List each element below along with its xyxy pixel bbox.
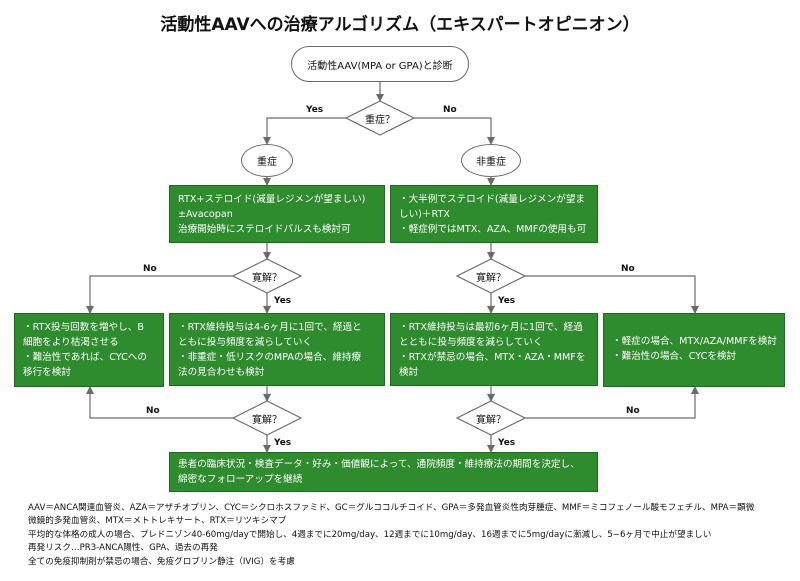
non-severe-node-label: 非重症 — [476, 157, 506, 168]
box-line: RTX+ステロイド(減量レジメンが望ましい) — [178, 194, 366, 205]
box-line: ともに投与頻度を減らしていく — [178, 337, 313, 348]
severe-node: 重症 — [241, 144, 293, 177]
edge-severity-no — [414, 117, 495, 145]
box-line: ・非重症・低リスクのMPAの場合、維持療 — [178, 352, 362, 363]
box-line: 治療開始時にステロイドパルスも検討可 — [178, 224, 351, 235]
severe-node-label: 重症 — [257, 157, 277, 168]
remission-diamond-1 — [231, 258, 303, 294]
remission-question-label: 寛解？ — [252, 272, 282, 284]
remission-question-label: 寛解？ — [252, 414, 282, 426]
diagram-title: 活動性AAVへの治療アルゴリズム（エキスパートオピニオン） — [160, 15, 640, 35]
start-node-label: 活動性AAV(MPA or GPA)と診断 — [307, 60, 453, 72]
non-severe-maintenance-box: ・RTX維持投与は最初6ヶ月に1回で、経過 とともに投与頻度を減らしていく ・R… — [390, 313, 598, 386]
box-line: ・RTX維持投与は4-6ヶ月に1回で、経過と — [178, 322, 362, 333]
follow-up-box: 患者の臨床状況・検査データ・好み・価値観によって、通院頻度・維持療法の期間を決定… — [169, 452, 598, 492]
box-line: ・難治性であれば、CYCへの — [23, 352, 147, 363]
edge-severity-yes — [263, 117, 346, 145]
footnote-line: 全ての免疫抑制剤が禁忌の場合、免疫グロブリン静注（IVIG）を考慮 — [28, 556, 295, 567]
remission-diamond-4 — [455, 400, 527, 436]
edge-rem2-no — [525, 275, 699, 314]
box-line: ±Avacopan — [178, 209, 233, 220]
box-line: とともに投与頻度を減らしていく — [399, 337, 543, 348]
remission-question-label: 寛解？ — [476, 272, 506, 284]
label-no-rem3: No — [146, 406, 160, 416]
label-no-rem4: No — [626, 406, 640, 416]
edge-rem1-no — [86, 275, 233, 314]
box-line: ・RTX投与回数を増やし、B — [23, 322, 144, 333]
label-no-rem1: No — [143, 264, 157, 274]
box-line: 細胞をより枯渇させる — [23, 337, 119, 348]
label-yes-severity: Yes — [306, 105, 324, 115]
non-severe-node: 非重症 — [461, 144, 521, 177]
remission-question-2: 寛解？ — [457, 259, 525, 293]
box-line: 移行を検討 — [23, 367, 71, 378]
severe-no-remission-box: ・RTX投与回数を増やし、B 細胞をより枯渇させる ・難治性であれば、CYCへの… — [14, 313, 164, 387]
label-yes-rem3: Yes — [274, 438, 292, 448]
box-line: しい)＋RTX — [399, 209, 450, 220]
box-line: 患者の臨床状況・検査データ・好み・価値観によって、通院頻度・維持療法の期間を決定… — [178, 459, 580, 470]
remission-question-4: 寛解？ — [457, 401, 525, 435]
box-line: ・難治性の場合、CYCを検討 — [612, 351, 737, 362]
severity-question-label: 重症？ — [365, 114, 395, 126]
label-no-rem2: No — [621, 264, 635, 274]
box-line: ・RTXが禁忌の場合、MTX・AZA・MMFを — [399, 352, 586, 363]
remission-question-label: 寛解？ — [476, 414, 506, 426]
box-line: ・軽症の場合、MTX/AZA/MMFを検討 — [612, 336, 777, 347]
remission-question-3: 寛解？ — [233, 401, 301, 435]
box-line: ・軽症例ではMTX、AZA、MMFの使用も可 — [399, 224, 587, 235]
label-no-severity: No — [443, 105, 457, 115]
box-line: ・RTX維持投与は最初6ヶ月に1回で、経過 — [399, 322, 583, 333]
severity-question: 重症？ — [346, 101, 414, 135]
edge-rem3-no — [86, 386, 233, 419]
severe-maintenance-box: ・RTX維持投与は4-6ヶ月に1回で、経過と ともに投与頻度を減らしていく ・非… — [169, 313, 385, 386]
label-yes-rem4: Yes — [498, 438, 516, 448]
non-severe-no-remission-box: ・軽症の場合、MTX/AZA/MMFを検討 ・難治性の場合、CYCを検討 — [603, 313, 785, 387]
box-line: ・大半例でステロイド(減量レジメンが望ま — [399, 194, 586, 205]
severe-treatment-box: RTX+ステロイド(減量レジメンが望ましい) ±Avacopan 治療開始時にス… — [169, 185, 385, 243]
remission-diamond-2 — [455, 258, 527, 294]
footnote-line: 微鏡的多発血管炎、MTX＝メトトレキサート、RTX＝リツキシマブ — [28, 516, 287, 527]
edge-rem4-no — [525, 386, 699, 419]
start-node: 活動性AAV(MPA or GPA)と診断 — [291, 46, 469, 82]
footnote-line: AAV＝ANCA関連血管炎、AZA＝アザチオプリン、CYC＝シクロホスファミド、… — [28, 503, 755, 513]
label-yes-rem1: Yes — [274, 296, 292, 306]
box-line: 検討 — [399, 367, 419, 378]
label-yes-rem2: Yes — [498, 296, 516, 306]
remission-diamond-3 — [231, 400, 303, 436]
remission-question-1: 寛解？ — [233, 259, 301, 293]
box-line: 法の見合わせも検討 — [178, 367, 265, 378]
footnotes: AAV＝ANCA関連血管炎、AZA＝アザチオプリン、CYC＝シクロホスファミド、… — [28, 502, 754, 569]
footnote-line: 再発リスク…PR3-ANCA陽性、GPA、過去の再発 — [28, 543, 218, 554]
footnote-line: 平均的な体格の成人の場合、プレドニゾン40-60mg/dayで開始し、4週までに… — [28, 529, 712, 540]
box-line: 綿密なフォローアップを継続 — [178, 474, 303, 485]
severity-diamond — [344, 100, 416, 136]
non-severe-treatment-box: ・大半例でステロイド(減量レジメンが望ま しい)＋RTX ・軽症例ではMTX、A… — [390, 185, 598, 243]
